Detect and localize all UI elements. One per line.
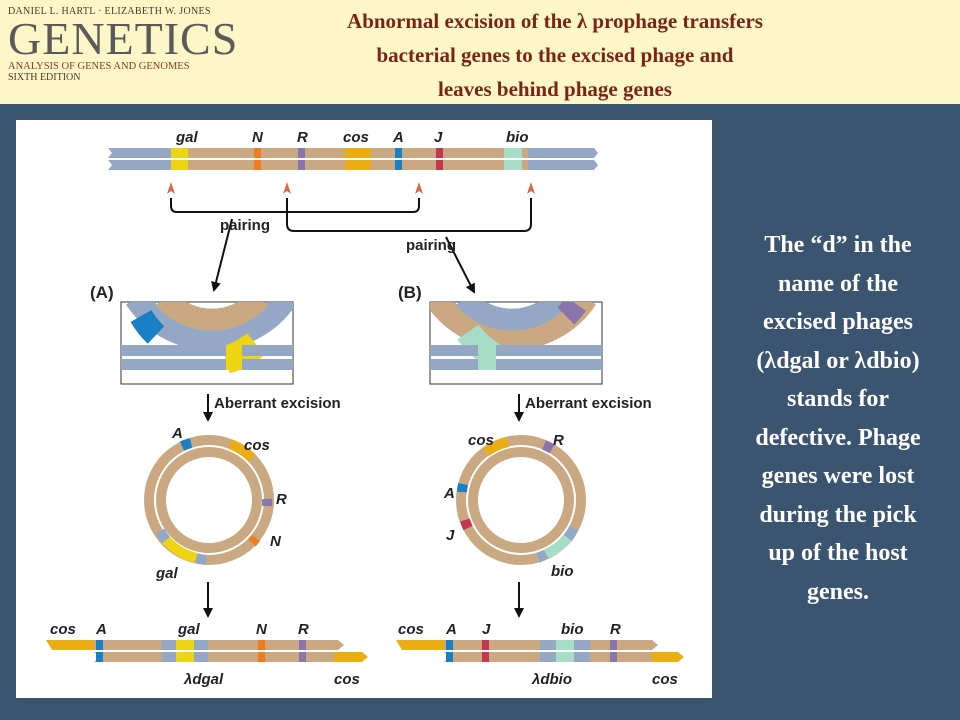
title-line-2: bacterial genes to the excised phage and [376,43,734,67]
bottom-b-label-R: R [610,621,621,638]
caption-line: name of the [778,270,898,297]
bottom-a-label-gal: gal [177,621,201,638]
bottom-b-label-A: A [445,621,457,638]
step-label-a: Aberrant excision [214,395,341,412]
caption-line: defective. Phage [755,424,921,451]
caption-line: excised phages [763,309,913,335]
circle-b-label-J: J [446,527,455,544]
panel-a-pairing-illustration [120,301,294,385]
circle-b-label-cos: cos [468,432,494,449]
caption-line: during the pick [759,501,917,528]
excision-diagram-panel: gal N R cos A J bio pairing pairing (A) [16,120,712,698]
bottom-a-label-cos-right: cos [334,671,360,688]
bottom-b-label-cos: cos [398,621,424,638]
bottom-b-label-bio: bio [561,621,584,638]
label-R: R [297,129,308,146]
caption-line: genes. [807,578,869,605]
bottom-b-label-J: J [482,621,491,638]
label-bio: bio [506,129,529,146]
genetics-book-logo: DANIEL L. HARTL · ELIZABETH W. JONES GEN… [8,6,253,98]
caption-line: stands for [786,386,889,412]
lambda-dbio-linear-genome [396,640,684,662]
panel-b-pairing-illustration [429,301,603,385]
integrated-prophage-chromosome [108,148,598,170]
label-gal: gal [175,129,199,146]
panel-b-label: (B) [398,283,422,302]
top-gene-labels: gal N R cos A J bio [175,129,529,146]
slide-title: Abnormal excision of the λ prophage tran… [255,4,855,106]
bottom-a-label-cos: cos [50,621,76,638]
lambda-dgal-name: λdgal [183,671,224,688]
circle-a-label-cos: cos [244,437,270,454]
label-N: N [252,129,264,146]
circle-a-label-R: R [276,491,287,508]
explanation-caption: The “d” in the name of the excised phage… [718,226,958,611]
circle-a-label-gal: gal [155,565,179,582]
caption-line: up of the host [768,540,908,566]
excision-diagram: gal N R cos A J bio pairing pairing (A) [46,129,684,688]
pairing-site-arrowheads [167,182,535,194]
label-J: J [434,129,443,146]
logo-authors: DANIEL L. HARTL · ELIZABETH W. JONES [8,6,211,17]
caption-line: (λdgal or λdbio) [756,347,920,374]
lambda-dbio-name: λdbio [531,671,572,688]
logo-name: GENETICS [8,13,239,64]
pairing-label-a: pairing [220,217,270,234]
caption-line: The “d” in the [764,232,912,258]
pairing-label-b: pairing [406,237,456,254]
bottom-b-label-cos-right: cos [652,671,678,688]
title-line-3: leaves behind phage genes [438,77,672,101]
circle-b-label-bio: bio [551,563,574,580]
caption-line: genes were lost [761,463,915,489]
label-A: A [392,129,404,146]
circle-b-label-A: A [443,485,455,502]
circle-a-label-A: A [171,425,183,442]
title-line-1: Abnormal excision of the λ prophage tran… [347,9,763,33]
bottom-a-label-N: N [256,621,268,638]
pairing-brackets [170,198,532,294]
circle-a-excised-phage [144,435,274,565]
logo-subtitle: ANALYSIS OF GENES AND GENOMES [8,61,190,72]
label-cos: cos [343,129,369,146]
step-label-b: Aberrant excision [525,395,652,412]
header-banner: DANIEL L. HARTL · ELIZABETH W. JONES GEN… [0,0,960,104]
lambda-dgal-linear-genome [46,640,368,662]
panel-a-label: (A) [90,283,114,302]
bottom-a-label-R: R [298,621,309,638]
circle-b-label-R: R [553,432,564,449]
circle-a-label-N: N [270,533,282,550]
circle-b-excised-phage [456,435,586,565]
bottom-a-label-A: A [95,621,107,638]
logo-edition: SIXTH EDITION [8,72,81,83]
